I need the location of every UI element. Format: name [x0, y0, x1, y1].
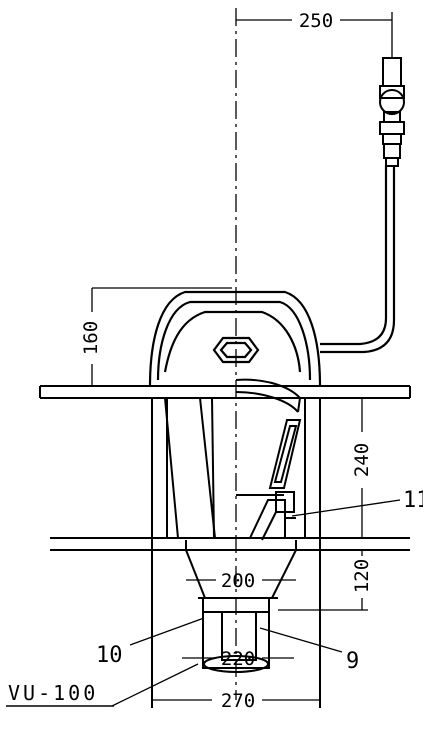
leader-11 [291, 499, 401, 517]
dim-160 [91, 287, 232, 386]
dim-250-label: 250 [299, 10, 333, 32]
lower-slab [50, 537, 410, 551]
dim-200-label: 200 [221, 570, 255, 592]
callout-10: 10 [96, 643, 123, 668]
bowl-body [164, 378, 301, 539]
supply-pipe [320, 165, 396, 354]
dim-270-label: 270 [221, 690, 255, 712]
hex-outlet [212, 336, 260, 364]
dim-250 [236, 12, 393, 58]
outlet-pipe [185, 540, 297, 673]
dim-240-label: 240 [351, 443, 373, 477]
callout-9: 9 [346, 649, 359, 674]
flush-valve-icon [379, 57, 405, 167]
leader-10 [129, 617, 205, 646]
dim-160-label: 160 [80, 321, 102, 355]
dim-220-label: 220 [221, 648, 255, 670]
model-label: VU-100 [8, 681, 98, 705]
dim-120 [278, 550, 368, 611]
trap-assembly [236, 419, 302, 541]
dim-120-label: 120 [351, 559, 373, 593]
upper-slab [39, 385, 411, 399]
urinal-bowl [148, 290, 322, 387]
leader-9 [259, 627, 343, 653]
callout-11: 11 [403, 488, 423, 513]
model-leader [111, 663, 199, 707]
